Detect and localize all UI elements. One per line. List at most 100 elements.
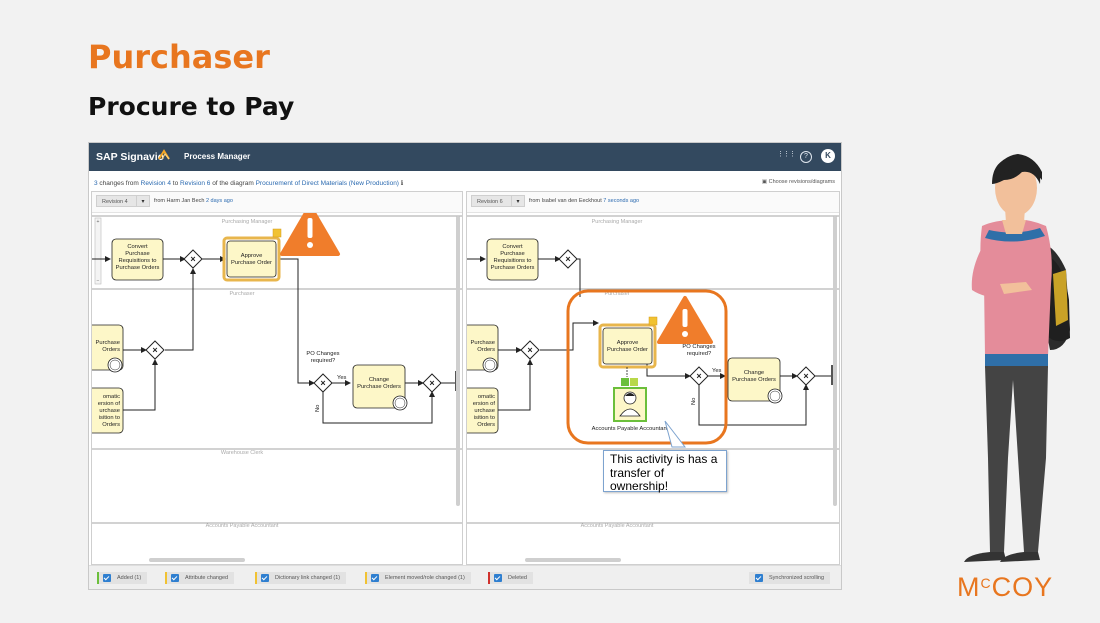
gateway-xor[interactable]: × xyxy=(796,366,816,386)
right-revision-author: from Isabel van den Eeckhout 7 seconds a… xyxy=(529,198,640,204)
app-name[interactable]: Process Manager xyxy=(184,152,251,161)
gateway-xor[interactable]: × xyxy=(313,373,333,393)
gateway-xor[interactable]: × xyxy=(689,366,709,386)
svg-text:×: × xyxy=(190,254,195,264)
callout-pointer xyxy=(664,420,687,448)
right-diagram: Purchasing Manager Purchaser Accounts Pa… xyxy=(467,215,839,529)
gateway-xor[interactable]: × xyxy=(183,249,203,269)
info-icon[interactable]: ℹ xyxy=(400,180,404,187)
chevron-down-icon[interactable]: ▾ xyxy=(511,195,525,207)
left-diagram: + − Purchasing Manager Purchaser Warehou… xyxy=(92,213,462,529)
ownership-callout: This activity is has a transfer of owner… xyxy=(603,450,727,493)
no-label: No xyxy=(691,398,697,405)
slide-subtitle: Procure to Pay xyxy=(88,92,295,121)
purchaser-illustration xyxy=(964,154,1070,562)
from-revision-link[interactable]: Revision 4 xyxy=(140,180,171,187)
role-label: Accounts Payable Accountant xyxy=(592,426,669,432)
highlight-frame xyxy=(566,289,728,445)
no-label: No xyxy=(315,405,321,412)
horizontal-scrollbar[interactable] xyxy=(149,558,245,562)
compare-icon: ▣ xyxy=(761,179,769,185)
vertical-scrollbar[interactable] xyxy=(833,216,837,506)
yes-label: Yes xyxy=(712,368,722,374)
legend-added[interactable]: Added (1) xyxy=(97,572,148,584)
gateway-xor[interactable]: × xyxy=(558,249,578,269)
warning-icon xyxy=(657,296,713,344)
svg-text:×: × xyxy=(527,345,532,355)
vertical-scrollbar[interactable] xyxy=(456,216,460,506)
horizontal-scrollbar[interactable] xyxy=(525,558,621,562)
legend-attribute-changed[interactable]: Attribute changed xyxy=(165,572,235,584)
checkbox-icon xyxy=(371,574,379,582)
yes-label: Yes xyxy=(337,375,347,381)
legend-synchronized-scrolling[interactable]: Synchronized scrolling xyxy=(749,572,831,584)
left-pane: Revision 4 ▾ from Harm Jan Bech 2 days a… xyxy=(91,191,463,565)
help-icon[interactable]: ? xyxy=(800,151,812,163)
checkbox-icon xyxy=(171,574,179,582)
right-pane: Revision 6 ▾ from Isabel van den Eeckhou… xyxy=(466,191,840,565)
left-revision-author: from Harm Jan Bech 2 days ago xyxy=(154,198,233,204)
svg-text:+: + xyxy=(97,219,100,225)
user-avatar[interactable]: K xyxy=(821,149,835,163)
left-revision-bar: Revision 4 ▾ from Harm Jan Bech 2 days a… xyxy=(92,192,462,213)
apps-grid-icon[interactable]: ⋮⋮⋮ xyxy=(777,151,796,158)
legend-deleted[interactable]: Deleted xyxy=(488,572,533,584)
slide-title: Purchaser xyxy=(88,38,270,76)
changes-count[interactable]: 3 xyxy=(94,180,98,187)
legend-dictionary-link[interactable]: Dictionary link changed (1) xyxy=(255,572,347,584)
mccoy-logo: MCCOY xyxy=(957,572,1054,602)
lane-label: Purchaser xyxy=(229,291,254,297)
svg-text:×: × xyxy=(320,378,325,388)
gateway-xor[interactable]: × xyxy=(145,340,165,360)
svg-text:−: − xyxy=(97,278,100,284)
right-revision-bar: Revision 6 ▾ from Isabel van den Eeckhou… xyxy=(467,192,839,213)
svg-text:×: × xyxy=(565,254,570,264)
choose-revisions-link[interactable]: ▣ Choose revisions/diagrams xyxy=(761,179,835,185)
svg-text:×: × xyxy=(429,378,434,388)
checkbox-icon xyxy=(261,574,269,582)
gateway-xor[interactable]: × xyxy=(520,340,540,360)
svg-text:×: × xyxy=(696,371,701,381)
legend-element-moved[interactable]: Element moved/role changed (1) xyxy=(365,572,471,584)
to-revision-link[interactable]: Revision 6 xyxy=(180,180,211,187)
legend-bar: Added (1) Attribute changed Dictionary l… xyxy=(89,565,841,589)
svg-text:×: × xyxy=(803,371,808,381)
svg-text:×: × xyxy=(152,345,157,355)
chevron-down-icon[interactable]: ▾ xyxy=(136,195,150,207)
lane-label: Purchasing Manager xyxy=(222,219,273,225)
diagram-link[interactable]: Procurement of Direct Materials (New Pro… xyxy=(255,180,399,187)
role-accounts-payable[interactable] xyxy=(613,387,647,422)
brand-name: SAP Signavio xyxy=(96,151,165,163)
checkbox-icon xyxy=(755,574,763,582)
changes-summary: 3 changes from Revision 4 to Revision 6 … xyxy=(94,180,404,187)
lane-label: Purchaser xyxy=(604,291,629,297)
lane-label: Accounts Payable Accountant xyxy=(206,523,279,529)
gateway-xor[interactable]: × xyxy=(422,373,442,393)
warning-icon xyxy=(280,213,340,256)
lane-label: Purchasing Manager xyxy=(592,219,643,225)
signavio-screenshot: SAP Signavio Process Manager ⋮⋮⋮ ? K 3 c… xyxy=(88,142,842,590)
app-topbar: SAP Signavio Process Manager ⋮⋮⋮ ? K xyxy=(89,143,841,171)
checkbox-icon xyxy=(494,574,502,582)
